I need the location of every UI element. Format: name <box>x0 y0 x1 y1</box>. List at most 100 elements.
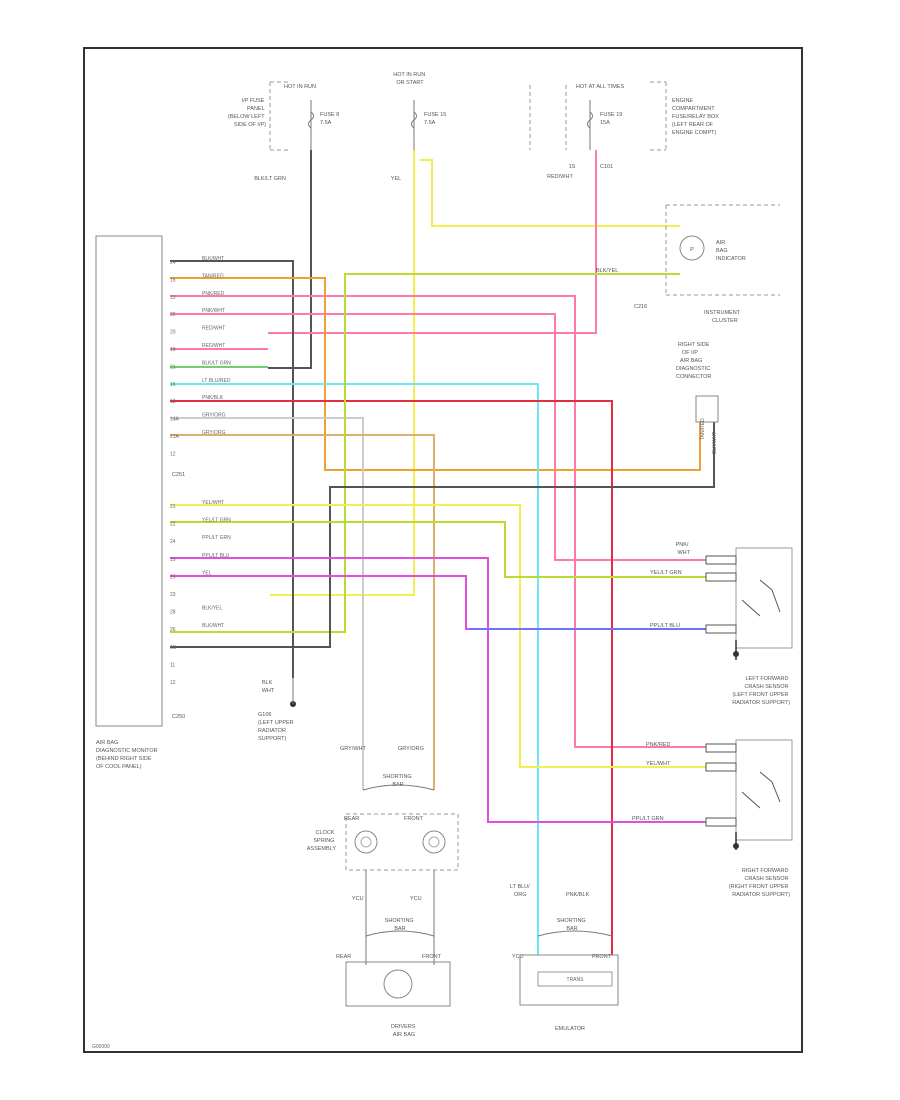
c251-pin-wire-label: GRY/ORG <box>202 413 226 419</box>
clock-left-wire: YCU <box>352 896 364 902</box>
c250-pin-wire-label: PPL/LT BLU <box>202 553 230 559</box>
clock-spring-coil-right <box>422 830 446 854</box>
right-sensor-wire1: PNK/RED <box>646 742 670 748</box>
figure-id: G00000 <box>92 1044 110 1050</box>
wire-red-wht-feed <box>268 150 597 334</box>
left-forward-crash-sensor: PNK/ WHT YEL/LT GRN PPL/LT BLU LEFT FORW… <box>650 542 793 706</box>
clock-wire-gry-org: GRY/ORG <box>398 746 424 752</box>
wire-yel-wht <box>170 504 706 768</box>
diag-wire-b: BLK/WHT <box>712 432 718 454</box>
ip-fuse-panel-label: I/P FUSE PANEL (BELOW LEFT SIDE OF I/P) <box>228 98 266 128</box>
c250-pin-wire-label: PPL/LT GRN <box>202 535 231 541</box>
c250-pin-wire-label: YEL/WHT <box>202 500 224 506</box>
c251-pin-wire-label: GRY/ORG <box>202 430 226 436</box>
c250-pin-number: 26 <box>170 627 176 633</box>
wire-blk-yel-cluster <box>170 273 680 633</box>
right-sensor-wire3: PPL/LT GRN <box>632 816 664 822</box>
driver-rear-label: REAR <box>336 954 351 960</box>
c250-pin-7: 26 BLK/WHT <box>170 623 224 633</box>
c250-pin-3: 19 PPL/LT BLU <box>170 553 230 563</box>
c250-pin-number: 1S <box>170 645 177 651</box>
connector-c251: C251 <box>172 472 185 478</box>
wire-gry-org-1 <box>170 417 364 790</box>
driver-airbag-body <box>345 961 451 1007</box>
c251-pin-number: 22 <box>170 312 176 318</box>
c250-pin-5: 23 <box>170 592 176 598</box>
hot-at-all-times-label: HOT AT ALL TIMES <box>576 84 625 90</box>
wire-lt-blu-red <box>170 383 539 955</box>
emulator-left-label: YCU <box>512 954 524 960</box>
wire-blk-ltgrn-feed <box>268 150 312 369</box>
c251-pin-wire-label: RED/WHT <box>202 343 225 349</box>
c251-pin-number: 15 <box>170 277 176 283</box>
c251-pin-wire-label: PNK/BLK <box>202 395 224 401</box>
wire-blk-wht-diag <box>170 420 715 648</box>
c251-pin-11: 12 <box>170 451 176 457</box>
c251-pin-number: 13 <box>170 295 176 301</box>
c251-pin-number: 20 <box>170 330 176 336</box>
c250-pin-9: 11 <box>170 662 175 668</box>
diag-wire-a: TAN/RED <box>700 418 706 440</box>
right-sensor-label: RIGHT FORWARD CRASH SENSOR (RIGHT FRONT … <box>729 868 790 898</box>
clock-spring-label: CLOCK SPRING ASSEMBLY <box>307 830 337 852</box>
indicator-label: AIR BAG INDICATOR <box>716 240 746 262</box>
wire-label-1s: 1S <box>569 164 576 170</box>
c251-pin-number: 16 <box>170 382 176 388</box>
right-forward-crash-sensor: PNK/RED YEL/WHT PPL/LT GRN RIGHT FORWARD… <box>632 739 793 898</box>
c250-pin-number: 25 <box>170 574 176 580</box>
left-sensor-label: LEFT FORWARD CRASH SENSOR (LEFT FRONT UP… <box>732 676 790 706</box>
hot-in-run-or-start-label: HOT IN RUN OR START <box>393 72 427 86</box>
drivers-air-bag: SHORTING BAR REAR FRONT DRIVERS AIR BAG <box>336 918 451 1038</box>
svg-text:FUSE 19 15A: FUSE 19 15A <box>600 112 624 126</box>
module-body <box>95 235 163 727</box>
c251-pin-number: 21A <box>170 434 180 440</box>
engine-compartment-box-label: ENGINE COMPARTMENT FUSE/RELAY BOX (LEFT … <box>672 98 720 136</box>
c251-pin-number: 21 <box>170 364 176 370</box>
c250-pin-number: 22 <box>170 522 176 528</box>
c251-pin-wire-label: BLK/WHT <box>202 256 224 262</box>
c251-pin-7: 16 LT BLU/RED <box>170 378 231 388</box>
connector-c101: C101 <box>600 164 613 170</box>
emulator: LT BLU/ ORG PNK/BLK SHORTING BAR YCU FRO… <box>510 884 619 1032</box>
wire-ppl-lt-blu <box>170 575 706 630</box>
fuse-panel: I/P FUSE PANEL (BELOW LEFT SIDE OF I/P) … <box>228 72 720 182</box>
clock-front-label: FRONT <box>404 816 424 822</box>
c250-pin-number: 24 <box>170 539 176 545</box>
c250-pin-number: 19 <box>170 557 176 563</box>
c250-pin-wire-label: YEL/LT GRN <box>202 518 231 524</box>
c251-pin-10: 21A GRY/ORG <box>170 430 226 440</box>
c251-pin-number: 18 <box>170 399 176 405</box>
wire-pnk-blk <box>170 400 613 955</box>
c250-pin-8: 1S <box>170 645 177 651</box>
fuse-19: FUSE 19 15A <box>587 100 624 150</box>
left-sensor-wire3: PPL/LT BLU <box>650 623 680 629</box>
wire-yel-lt-grn <box>170 521 706 578</box>
diag-connector-label: RIGHT SIDE OF I/P AIR BAG DIAGNOSTIC CON… <box>676 342 712 380</box>
left-sensor-wire1: PNK/ WHT <box>676 542 691 556</box>
clock-spring-body <box>345 813 459 871</box>
hot-in-run-label: HOT IN RUN <box>284 84 316 90</box>
driver-airbag-inflator <box>383 969 413 999</box>
connector-c250: C250 <box>172 714 185 720</box>
c250-pin-wire-label: BLK/WHT <box>202 623 224 629</box>
airbag-indicator-lamp <box>679 235 705 261</box>
c251-pin-wire-label: BLK/LT GRN <box>202 360 231 366</box>
left-sensor-wire2: YEL/LT GRN <box>650 570 682 576</box>
wire-label-blk-yel: BLK/YEL <box>596 268 618 274</box>
emulator-wire-pnk-blk: PNK/BLK <box>566 892 590 898</box>
svg-text:FUSE 15 7.5A: FUSE 15 7.5A <box>424 112 448 126</box>
ground-wire-label: BLK WHT <box>262 680 275 694</box>
wire-label-yel: YEL <box>391 176 401 182</box>
c251-pin-wire-label: LT BLU/RED <box>202 378 231 384</box>
right-sensor-wire2: YEL/WHT <box>646 761 671 767</box>
